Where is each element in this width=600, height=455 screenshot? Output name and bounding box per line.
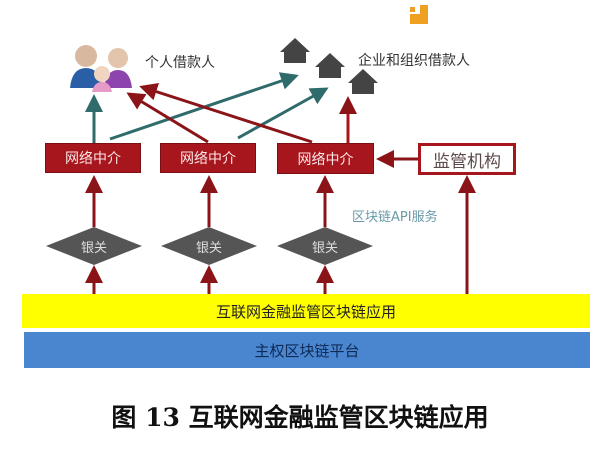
- personal-borrower-label: 个人借款人: [145, 55, 215, 71]
- regulator-box: 监管机构: [418, 143, 516, 175]
- gateway-diamonds: [46, 227, 373, 265]
- api-service-label: 区块链API服务: [352, 210, 438, 225]
- orange-logo-icon: [410, 5, 428, 24]
- platform-layer-bar: 主权区块链平台: [24, 332, 590, 368]
- people-icon: [70, 45, 132, 92]
- gateway-label-2: 银关: [195, 240, 222, 256]
- intermediary-box-3: 网络中介: [277, 143, 374, 174]
- corporate-borrower-label: 企业和组织借款人: [358, 53, 470, 69]
- app-layer-bar: 互联网金融监管区块链应用: [22, 294, 590, 328]
- intermediary-box-1: 网络中介: [45, 143, 141, 173]
- house-icons: [280, 38, 378, 94]
- figure-caption: 图 13 互联网金融监管区块链应用: [111, 403, 489, 432]
- gateway-label-3: 银关: [311, 240, 338, 256]
- gateway-label-1: 银关: [80, 240, 107, 256]
- intermediary-box-2: 网络中介: [160, 143, 256, 173]
